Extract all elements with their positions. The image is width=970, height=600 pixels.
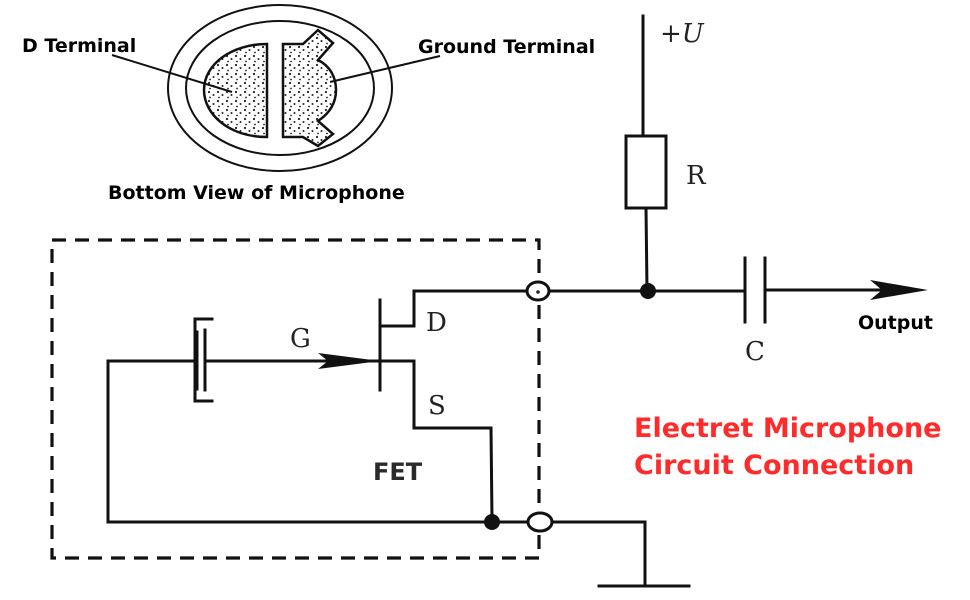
ground-terminal-leader [329,55,441,83]
junction-node-bottom [484,514,500,530]
output-arrow-icon [870,280,928,300]
gate-label: G [290,324,311,354]
module-dashed-boundary [50,238,541,560]
output-terminal-dot [536,290,540,294]
microphone-bottom-view: D Terminal Ground Terminal Bottom View o… [22,4,595,204]
ground-connection [550,520,691,588]
resistor-r [624,134,668,210]
source-wire [378,359,494,522]
resistor-label: R [686,161,707,191]
d-terminal-label: D Terminal [22,35,136,57]
source-label: S [428,391,446,421]
title-line-1: Electret Microphone [634,413,941,444]
capsule-to-ground-wire [106,359,532,524]
microphone-module: G D S FET [50,238,554,560]
ground-terminal-pad [281,28,338,148]
diagram-title: Electret Microphone Circuit Connection [634,413,941,481]
drain-wire [378,289,532,328]
supply-label: +U [660,19,705,49]
ground-terminal [526,511,554,533]
microphone-view-caption: Bottom View of Microphone [108,182,405,204]
output-stage: +U R C Output [543,14,933,367]
title-line-2: Circuit Connection [634,450,914,481]
drain-label: D [426,308,447,338]
gate-arrow-icon [318,353,380,369]
ground-terminal-label: Ground Terminal [418,36,595,58]
junction-node-top [640,283,656,299]
fet-label: FET [373,458,423,486]
d-terminal-pad [202,42,269,139]
capacitor-label: C [745,337,765,367]
mic-inner-ring [185,20,375,156]
ground-wire [550,520,647,587]
d-terminal-leader [111,54,233,93]
resistor-to-node-wire [644,206,649,292]
output-label: Output [858,312,933,334]
mic-outer-ring [167,4,393,172]
